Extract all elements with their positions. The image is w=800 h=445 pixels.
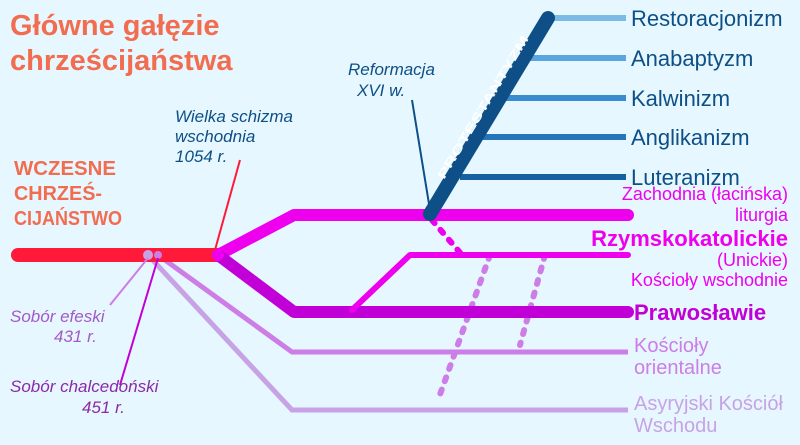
protestant-branch-label: Luteranizm xyxy=(631,165,740,190)
reformation-label-1: Reformacja xyxy=(348,60,435,79)
early-christianity-label-3: CIJAŃSTWO xyxy=(14,207,122,230)
chalcedon-council-marker xyxy=(154,251,162,259)
protestant-branch-label: Restoracjonizm xyxy=(631,6,783,31)
chalcedon-pointer xyxy=(119,257,159,386)
schism-label-2: wschodnia xyxy=(175,127,255,146)
title-line-2: chrześcijaństwa xyxy=(10,45,233,77)
western-liturgy-label-2: liturgia xyxy=(735,205,789,225)
early-christianity-label-2: CHRZEŚ- xyxy=(14,181,102,205)
orthodox-branch-line xyxy=(212,249,634,318)
early-christianity-label-1: WCZESNE xyxy=(14,158,116,180)
schism-pointer xyxy=(214,159,241,251)
chalcedon-label-1: Sobór chalcedoński xyxy=(10,377,160,396)
uniate-label-2: Kościoły wschodnie xyxy=(631,270,788,290)
uniate-dotted-connector xyxy=(429,217,465,258)
ephesus-label-1: Sobór efeski xyxy=(10,307,106,326)
ephesus-label-2: 431 r. xyxy=(54,327,97,346)
uniate-branch-line xyxy=(349,252,631,313)
protestant-branch-label: Anglikanizm xyxy=(631,125,750,150)
uniate-dotted-connector xyxy=(517,252,548,348)
protestant-branch-label: Kalwinizm xyxy=(631,86,730,111)
protestantism-line xyxy=(423,11,555,221)
protestant-branch-labels: RestoracjonizmAnabaptyzmKalwinizmAnglika… xyxy=(631,6,783,190)
reformation-pointer xyxy=(411,99,431,211)
assyrian-label-1: Asyryjski Kościół xyxy=(634,393,783,415)
western-branch-line xyxy=(212,209,634,261)
orthodox-label: Prawosławie xyxy=(634,300,766,325)
schism-marker xyxy=(212,249,224,261)
oriental-label-2: orientalne xyxy=(634,357,722,379)
reformation-label-2: XVI w. xyxy=(356,81,405,100)
oriental-label-1: Kościoły xyxy=(634,335,708,357)
assyrian-label-2: Wschodu xyxy=(634,415,717,437)
schism-label-3: 1054 r. xyxy=(175,147,227,166)
protestant-branch-label: Anabaptyzm xyxy=(631,46,753,71)
oriental-branch-line xyxy=(156,252,628,355)
chalcedon-label-2: 451 r. xyxy=(82,398,125,417)
uniate-dotted-connector xyxy=(435,252,493,403)
protestantism-label: PROTESTANTYZM xyxy=(435,33,532,182)
ephesus-pointer xyxy=(109,257,149,306)
ephesus-council-marker xyxy=(143,250,153,260)
assyrian-branch-line xyxy=(146,253,628,413)
uniate-label-1: (Unickie) xyxy=(717,250,788,270)
catholic-label: Rzymskokatolickie xyxy=(591,226,788,251)
western-liturgy-label-1: Zachodnia (łacińska) xyxy=(622,184,788,204)
title-line-1: Główne gałęzie xyxy=(10,10,220,42)
schism-label-1: Wielka schizma xyxy=(175,107,293,126)
